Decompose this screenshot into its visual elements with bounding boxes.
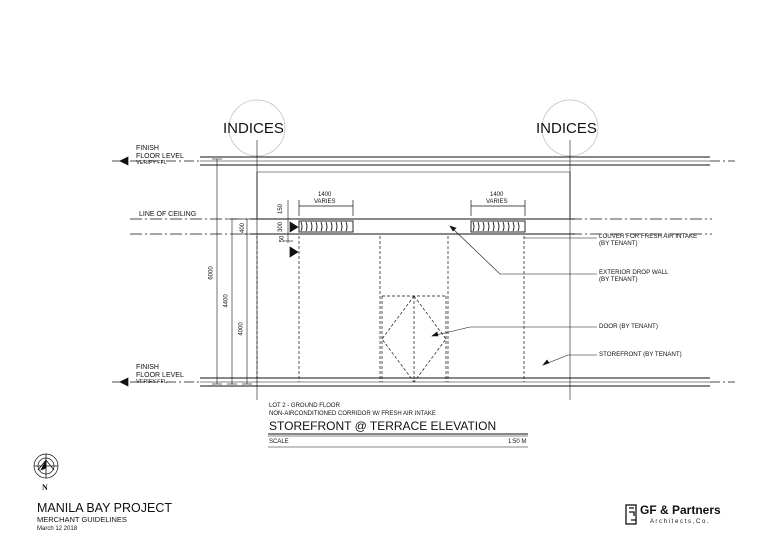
grid-label-left: INDICES	[223, 120, 284, 137]
scale-value: 1:50 M	[508, 439, 527, 445]
dim-400: 400	[240, 222, 247, 234]
dim-4400: 4400	[223, 294, 230, 308]
bottom-finish-floor-label: FINISH FLOOR LEVEL VERIFY FFL	[136, 364, 184, 385]
grid-label-right: INDICES	[536, 120, 597, 137]
north-label: N	[42, 483, 48, 492]
bottom-floor-lines	[112, 377, 735, 387]
louver-right	[470, 220, 526, 233]
note-drop-wall: EXTERIOR DROP WALL (BY TENANT)	[599, 269, 669, 283]
louver-right-width: 1400	[490, 192, 504, 198]
section-title: STOREFRONT @ TERRACE ELEVATION	[269, 419, 497, 433]
project-subtitle: MERCHANT GUIDELINES	[37, 515, 127, 524]
vertical-dims	[212, 158, 293, 385]
top-floor-lines	[112, 156, 735, 166]
scale-label: SCALE	[269, 439, 289, 445]
dim-300: 300	[278, 221, 285, 233]
project-date: March 12 2018	[37, 526, 78, 532]
dim-4000: 4000	[238, 322, 245, 336]
firm-name: GF & Partners	[640, 503, 721, 517]
dim-6000: 6000	[208, 266, 215, 280]
louver-dims	[298, 200, 526, 216]
door-outline	[381, 295, 447, 383]
dim-150: 150	[278, 203, 285, 215]
dim-50: 50	[279, 235, 286, 243]
louver-left	[298, 220, 354, 233]
north-arrow-icon	[33, 453, 59, 479]
storefront-lines	[256, 236, 525, 382]
line-of-ceiling-label: LINE OF CEILING	[139, 211, 197, 218]
firm-tagline: A r c h i t e c t s , C o .	[650, 519, 709, 525]
note-storefront: STOREFRONT (BY TENANT)	[599, 351, 682, 358]
project-title: MANILA BAY PROJECT	[37, 501, 172, 515]
louver-left-width: 1400	[318, 192, 332, 198]
louver-right-varies: VARIES	[486, 199, 508, 205]
louver-left-varies: VARIES	[314, 199, 336, 205]
section-lot: LOT 2 - GROUND FLOOR	[269, 403, 340, 409]
firm-logo-icon	[625, 504, 637, 525]
top-finish-floor-label: FINISH FLOOR LEVEL VERIFY FFL	[136, 145, 184, 166]
note-door: DOOR (BY TENANT)	[599, 323, 658, 330]
level-markers	[119, 156, 129, 387]
section-corridor: NON-AIRCONDITIONED CORRIDOR W/ FRESH AIR…	[269, 411, 436, 417]
note-louver: LOUVER FOR FRESH AIR INTAKE (BY TENANT)	[599, 233, 698, 247]
leader-lines	[431, 225, 597, 366]
